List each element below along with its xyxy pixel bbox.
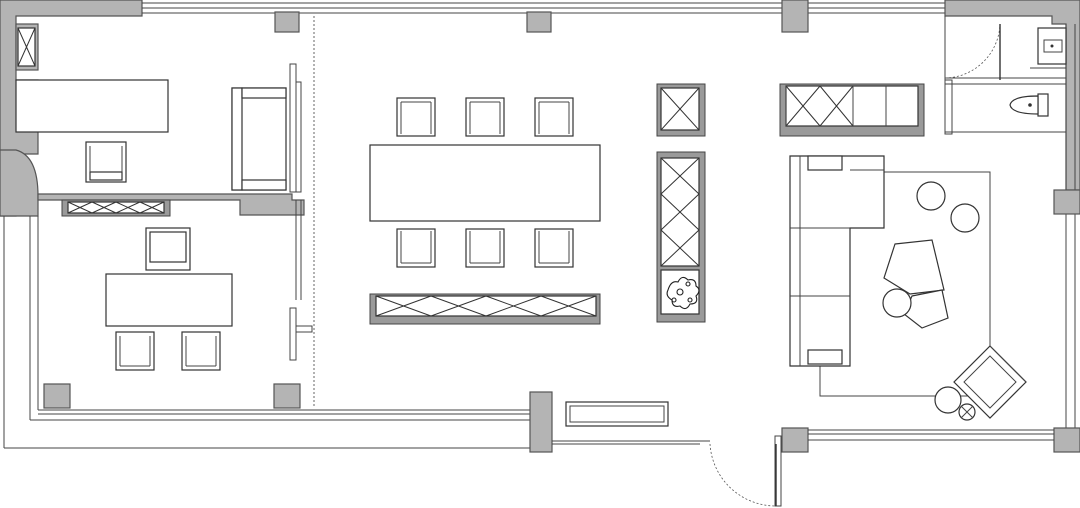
lounge xyxy=(779,83,1027,421)
cabinet-low-left xyxy=(67,201,165,214)
stool-2 xyxy=(958,403,976,421)
chair-hall-top-3 xyxy=(534,97,574,137)
side-table-1 xyxy=(916,181,946,211)
column-bottom-left-1 xyxy=(43,383,71,409)
side-table-2 xyxy=(950,203,980,233)
restroom xyxy=(944,23,1067,117)
toilet-icon xyxy=(1009,93,1049,117)
long-table xyxy=(369,144,601,222)
column-bottom-left-2 xyxy=(273,383,301,409)
entrance xyxy=(709,443,777,507)
sofa-office xyxy=(231,87,287,191)
cabinet-lounge-top xyxy=(785,85,919,127)
column-top-2 xyxy=(526,11,552,33)
column-top-1 xyxy=(274,11,300,33)
sink-icon xyxy=(1037,27,1067,65)
coffee-table-1 xyxy=(883,239,945,295)
armchair xyxy=(953,345,1027,419)
plant-icon xyxy=(666,276,700,310)
sectional-sofa xyxy=(789,155,885,367)
chair-meeting-bottom-2 xyxy=(181,331,221,371)
chair-meeting-top xyxy=(145,227,191,271)
coffee-table-2 xyxy=(903,289,949,329)
entrance-door-swing xyxy=(709,443,777,507)
main-hall xyxy=(369,97,669,427)
column-bottom-mid xyxy=(529,391,553,453)
display-cabinets xyxy=(656,83,706,323)
wall-left-column xyxy=(0,149,39,217)
chair-hall-top-1 xyxy=(396,97,436,137)
chair-hall-bottom-2 xyxy=(465,228,505,268)
office-top-left xyxy=(15,23,287,191)
desk xyxy=(15,79,169,133)
meeting-table xyxy=(105,273,233,327)
column-bottom-right xyxy=(781,427,809,453)
column-right-mid xyxy=(1053,189,1080,215)
chair-meeting-bottom-1 xyxy=(115,331,155,371)
restroom-door-swing xyxy=(944,23,1001,79)
partitions xyxy=(289,16,1067,408)
stool-center xyxy=(882,288,912,318)
chair-hall-bottom-1 xyxy=(396,228,436,268)
meeting-room-left xyxy=(61,199,233,371)
chair-hall-bottom-3 xyxy=(534,228,574,268)
cabinet-long-hall xyxy=(375,295,597,317)
chair-hall-top-2 xyxy=(465,97,505,137)
stool-1 xyxy=(934,386,962,414)
column-right-bottom xyxy=(1053,427,1080,453)
chair-office xyxy=(85,141,127,183)
column-top-3 xyxy=(781,0,809,33)
